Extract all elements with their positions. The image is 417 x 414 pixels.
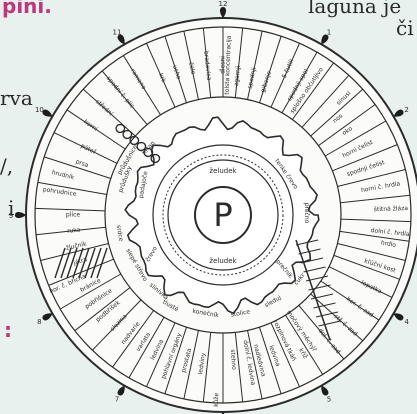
stomach-label-bottom: želudek (209, 257, 237, 265)
clock-number: 7 (115, 396, 119, 404)
zone-label-l_6_a: kůže (213, 393, 220, 407)
zone-label-l_8_f: plíce (66, 212, 80, 219)
clock-number: 9 (9, 212, 13, 220)
clock-number: 8 (37, 318, 41, 326)
clock-number: 10 (35, 106, 44, 114)
zone-label-l_2_b: štitná žláza (374, 205, 409, 213)
clock-marker (220, 7, 226, 18)
clock-number: 12 (219, 0, 228, 8)
zone-label-l_11_c: dlesni (220, 56, 227, 74)
center-letter: P (213, 196, 232, 234)
zone-label-l_5_b: stehno (229, 349, 237, 370)
clock-marker (15, 212, 26, 218)
colon-right-label: prečno (303, 203, 310, 224)
zone-label-l_8_e: ruka (67, 226, 81, 234)
clock-number: 11 (113, 28, 122, 36)
clock-number: 4 (404, 318, 409, 326)
clock-number: 1 (327, 28, 331, 36)
clock-number: 5 (327, 396, 331, 404)
clock-marker-drop (15, 212, 26, 218)
stomach-label-top: želudek (209, 167, 237, 175)
clock-marker-drop (220, 7, 226, 18)
clock-number: 2 (404, 106, 408, 114)
